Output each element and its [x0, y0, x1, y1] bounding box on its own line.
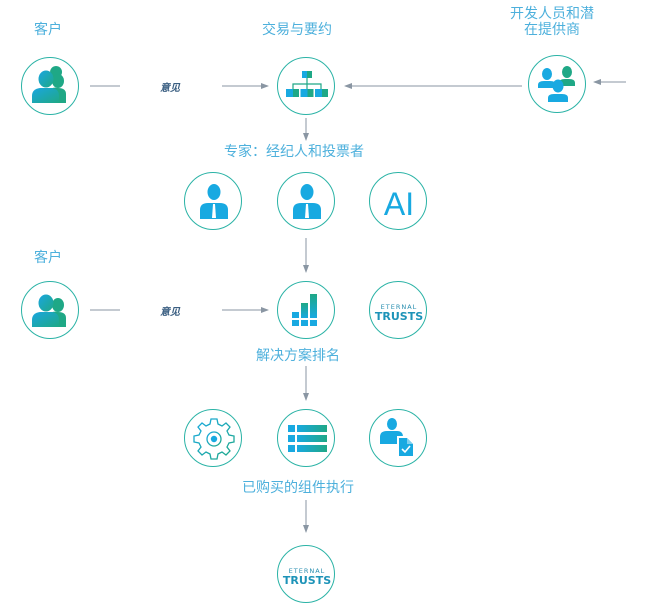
logo-line1: ETERNAL: [289, 567, 326, 575]
label-customer-top: 客户: [34, 22, 62, 38]
node-user-document[interactable]: [369, 409, 427, 467]
label-developers-line1: 开发人员和潜: [510, 6, 594, 22]
node-ai[interactable]: AI: [369, 172, 427, 230]
bar-chart-icon: [292, 294, 317, 326]
node-customer-mid[interactable]: [21, 281, 79, 339]
customers-icon: [32, 294, 66, 327]
label-solution-ranking: 解决方案排名: [256, 348, 340, 364]
logo-line2: TRUSTS: [283, 574, 331, 587]
node-developers[interactable]: [528, 55, 586, 113]
ai-text: AI: [384, 186, 414, 222]
feedback-label-mid: 意见: [160, 307, 180, 318]
node-eternal-trusts-bottom[interactable]: ETERNAL TRUSTS: [277, 545, 335, 603]
node-solution-ranking[interactable]: [277, 281, 335, 339]
label-developers-line2: 在提供商: [524, 22, 580, 38]
list-icon: [288, 425, 327, 452]
label-experts: 专家：经纪人和投票者: [224, 144, 364, 160]
node-expert-broker[interactable]: [184, 172, 242, 230]
label-trade-agreement: 交易与要约: [262, 22, 332, 38]
feedback-label-top: 意见: [160, 83, 180, 94]
node-eternal-trusts-mid[interactable]: ETERNAL TRUSTS: [369, 281, 427, 339]
logo-line2: TRUSTS: [375, 310, 423, 323]
node-trade-agreement[interactable]: [277, 57, 335, 115]
node-gear[interactable]: [184, 409, 242, 467]
logo-line1: ETERNAL: [381, 303, 418, 311]
node-expert-voter[interactable]: [277, 172, 335, 230]
node-list[interactable]: [277, 409, 335, 467]
gear-icon: [193, 418, 235, 460]
user-document-icon: [380, 418, 415, 458]
ai-icon: AI: [384, 186, 414, 222]
eternal-trusts-logo: ETERNAL TRUSTS: [375, 303, 423, 323]
businessman-icon: [200, 184, 228, 219]
businessman-icon: [293, 184, 321, 219]
org-chart-icon: [286, 71, 328, 97]
node-customer-top[interactable]: [21, 57, 79, 115]
eternal-trusts-logo: ETERNAL TRUSTS: [283, 567, 331, 587]
label-purchased-components: 已购买的组件执行: [242, 480, 354, 496]
customers-icon: [32, 66, 66, 103]
user-group-icon: [538, 66, 575, 102]
label-customer-mid: 客户: [34, 250, 62, 266]
